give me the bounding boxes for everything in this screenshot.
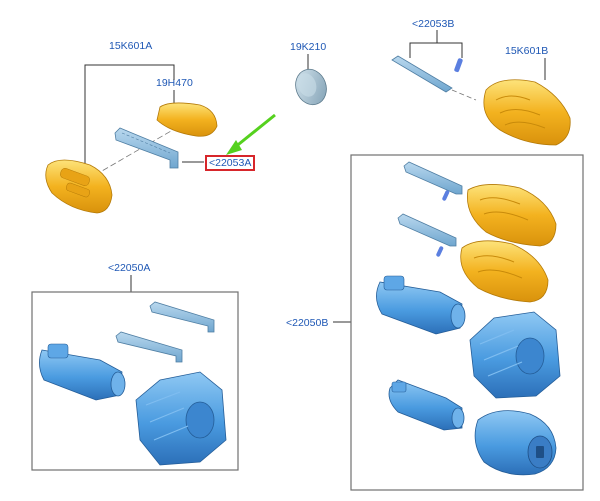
label-19K210[interactable]: 19K210: [290, 41, 327, 53]
key-fob-15K601A: [45, 159, 113, 214]
kit-22050B-housing: [469, 311, 561, 399]
label-22053A-highlighted[interactable]: <22053A: [205, 155, 256, 171]
kit-22050A-blade-2: [115, 331, 183, 363]
kit-22050B-blade-2: [397, 213, 457, 257]
kit-22050B-fob-1: [467, 184, 557, 247]
kit-22050B-bezel: [474, 410, 557, 476]
key-shell-19H470: [156, 102, 218, 137]
key-blade-22053A: [114, 127, 179, 169]
label-15K601B[interactable]: 15K601B: [505, 45, 549, 57]
kit-22050A-housing: [135, 371, 227, 466]
leader-lines-22053B: [409, 30, 546, 80]
label-22053B[interactable]: <22053B: [412, 18, 455, 30]
kit-22050B-fob-2: [460, 240, 549, 303]
kit-22050B-ignition-cylinder: [388, 379, 465, 431]
kit-22050B-lock-cylinder: [376, 275, 466, 335]
label-22050A[interactable]: <22050A: [108, 262, 151, 274]
blade-22053B: [391, 55, 477, 101]
label-15K601A[interactable]: 15K601A: [109, 40, 153, 52]
kit-22050A-blade-1: [149, 301, 215, 333]
kit-22050B-blade-1: [403, 161, 463, 201]
label-22050B[interactable]: <22050B: [286, 317, 329, 329]
pointer-arrow: [226, 113, 276, 155]
coin-battery-19K210: [295, 68, 327, 106]
key-fob-15K601B: [483, 79, 571, 146]
kit-22050B-frame: [333, 154, 584, 491]
kit-22050A-lock-cylinder: [39, 343, 126, 401]
label-19H470[interactable]: 19H470: [156, 77, 193, 89]
leader-lines-15K601A: [84, 54, 309, 170]
kit-22050A-frame: [31, 275, 239, 471]
